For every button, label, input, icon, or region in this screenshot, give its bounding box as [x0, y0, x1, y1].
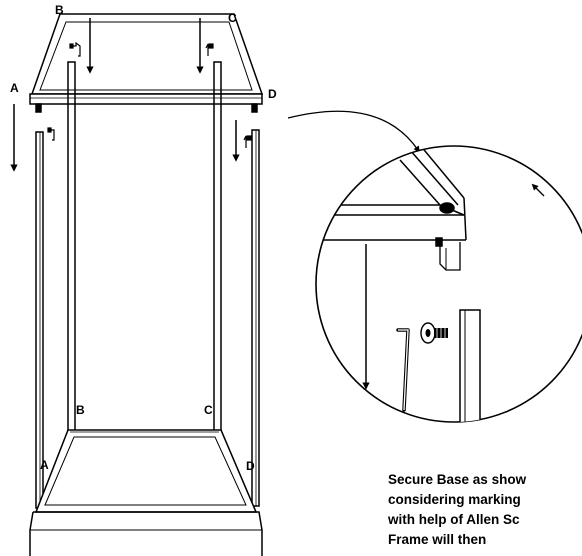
- shower-frame: [29, 13, 264, 556]
- label-top-back-left: B: [55, 3, 64, 17]
- label-top-front-left: A: [10, 81, 19, 95]
- screw-icon: [243, 135, 252, 148]
- label-top-back-right: C: [228, 11, 237, 25]
- instruction-line: with help of Allen Sc: [388, 512, 520, 527]
- detail-view: [315, 145, 582, 423]
- screw-icon: [69, 41, 81, 57]
- screw-icon: [205, 43, 214, 56]
- instruction-line: considering marking: [388, 492, 521, 507]
- bolt-icon: [420, 322, 448, 344]
- screw-icons: [47, 41, 252, 148]
- back-posts: [67, 61, 222, 439]
- instruction-line: Frame will then: [388, 532, 487, 547]
- instruction-line: Secure Base as show: [388, 472, 527, 487]
- label-bottom-back-left: B: [76, 403, 85, 417]
- detail-circle: [315, 145, 582, 423]
- screw-icon: [47, 127, 55, 141]
- label-bottom-back-right: C: [204, 403, 213, 417]
- label-top-front-right: D: [268, 87, 277, 101]
- label-bottom-front-right: D: [246, 459, 255, 473]
- instruction-text: Secure Base as show considering marking …: [388, 470, 582, 550]
- screw-cap-icon: [439, 202, 455, 214]
- shower-base: [29, 429, 263, 556]
- down-arrows: [10, 18, 240, 172]
- top-frame: [29, 13, 264, 113]
- rotation-arrow-icon: [531, 183, 545, 197]
- label-bottom-front-left: A: [40, 458, 49, 472]
- detail-pointer-arrow: [287, 110, 420, 153]
